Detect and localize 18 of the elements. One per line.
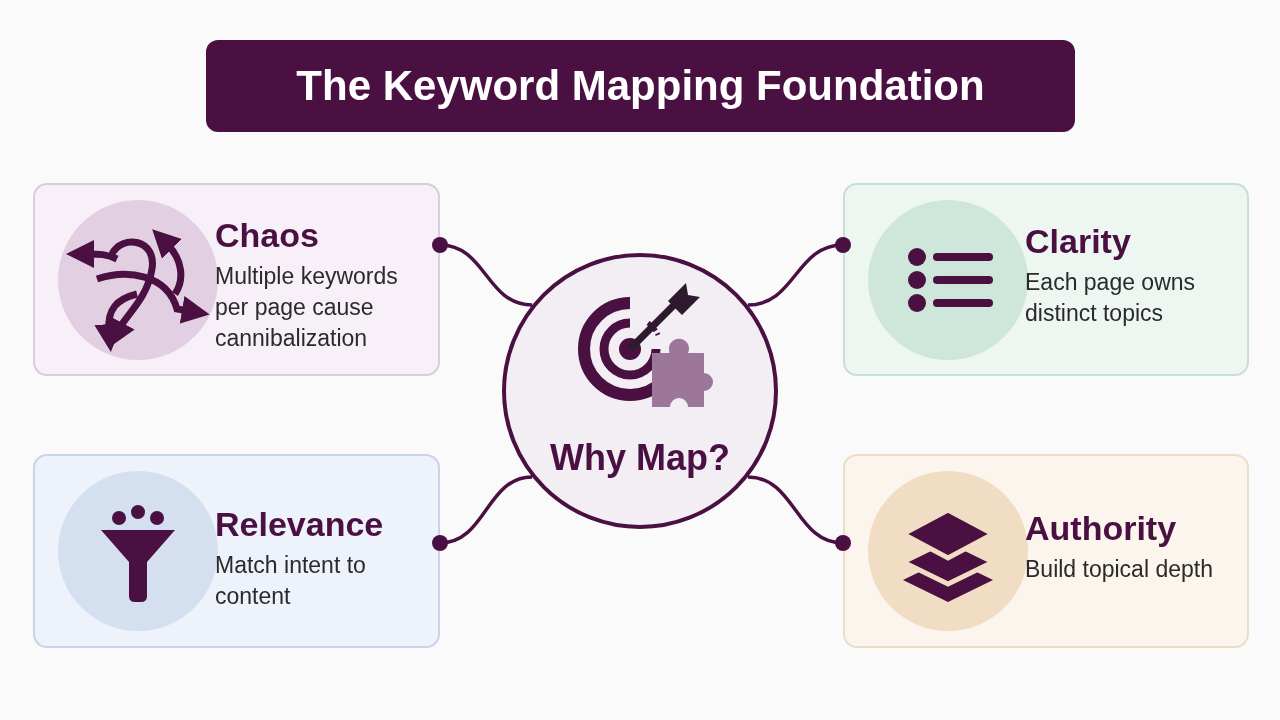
info-card <box>843 454 1249 648</box>
info-card <box>33 454 440 648</box>
card-heading: Clarity <box>1025 221 1132 261</box>
card-heading: Authority <box>1025 508 1178 548</box>
card-description: Each page owns distinct topics <box>1025 268 1197 328</box>
connector <box>747 237 851 307</box>
connector <box>432 475 533 551</box>
title: The Keyword Mapping Foundation <box>296 62 985 110</box>
info-card <box>843 183 1249 376</box>
connector <box>747 475 851 551</box>
card-description: Build topical depth <box>1025 555 1214 584</box>
hub-label: Why Map? <box>549 437 731 479</box>
card-heading: Relevance <box>215 504 385 544</box>
connector <box>432 237 533 307</box>
info-card <box>33 183 440 376</box>
card-description: Match intent to content <box>215 551 367 611</box>
card-heading: Chaos <box>215 215 320 255</box>
card-description: Multiple keywords per page cause cannibalization <box>215 262 399 353</box>
